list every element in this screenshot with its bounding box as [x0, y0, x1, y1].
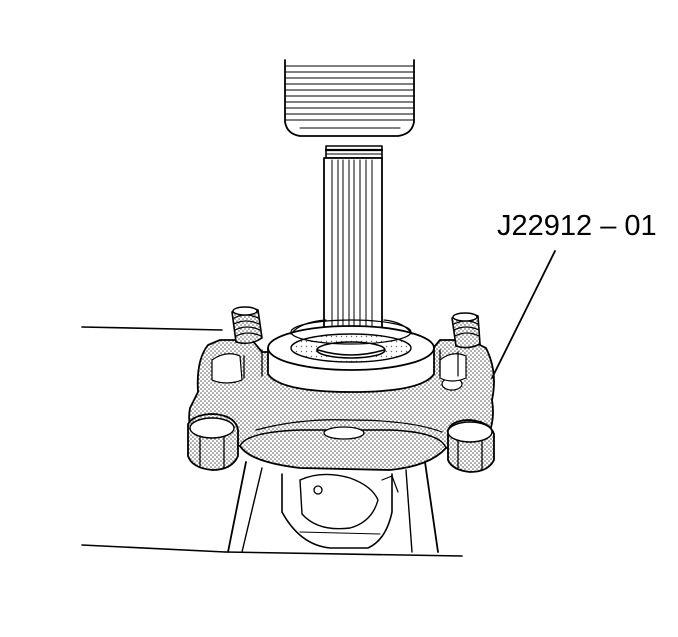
- left-nut-icon: [187, 413, 239, 471]
- tool-number-label: J22912 – 01: [497, 210, 657, 242]
- splined-shaft: [323, 145, 384, 355]
- callout-leader-line: [491, 250, 556, 379]
- left-bolt-icon: [231, 306, 263, 345]
- right-nut-icon: [447, 419, 495, 473]
- right-bolt-icon: [451, 312, 481, 349]
- press-frame: [81, 326, 463, 557]
- press-support: [281, 473, 399, 549]
- press-ram: [284, 59, 415, 137]
- bearing: [267, 319, 435, 393]
